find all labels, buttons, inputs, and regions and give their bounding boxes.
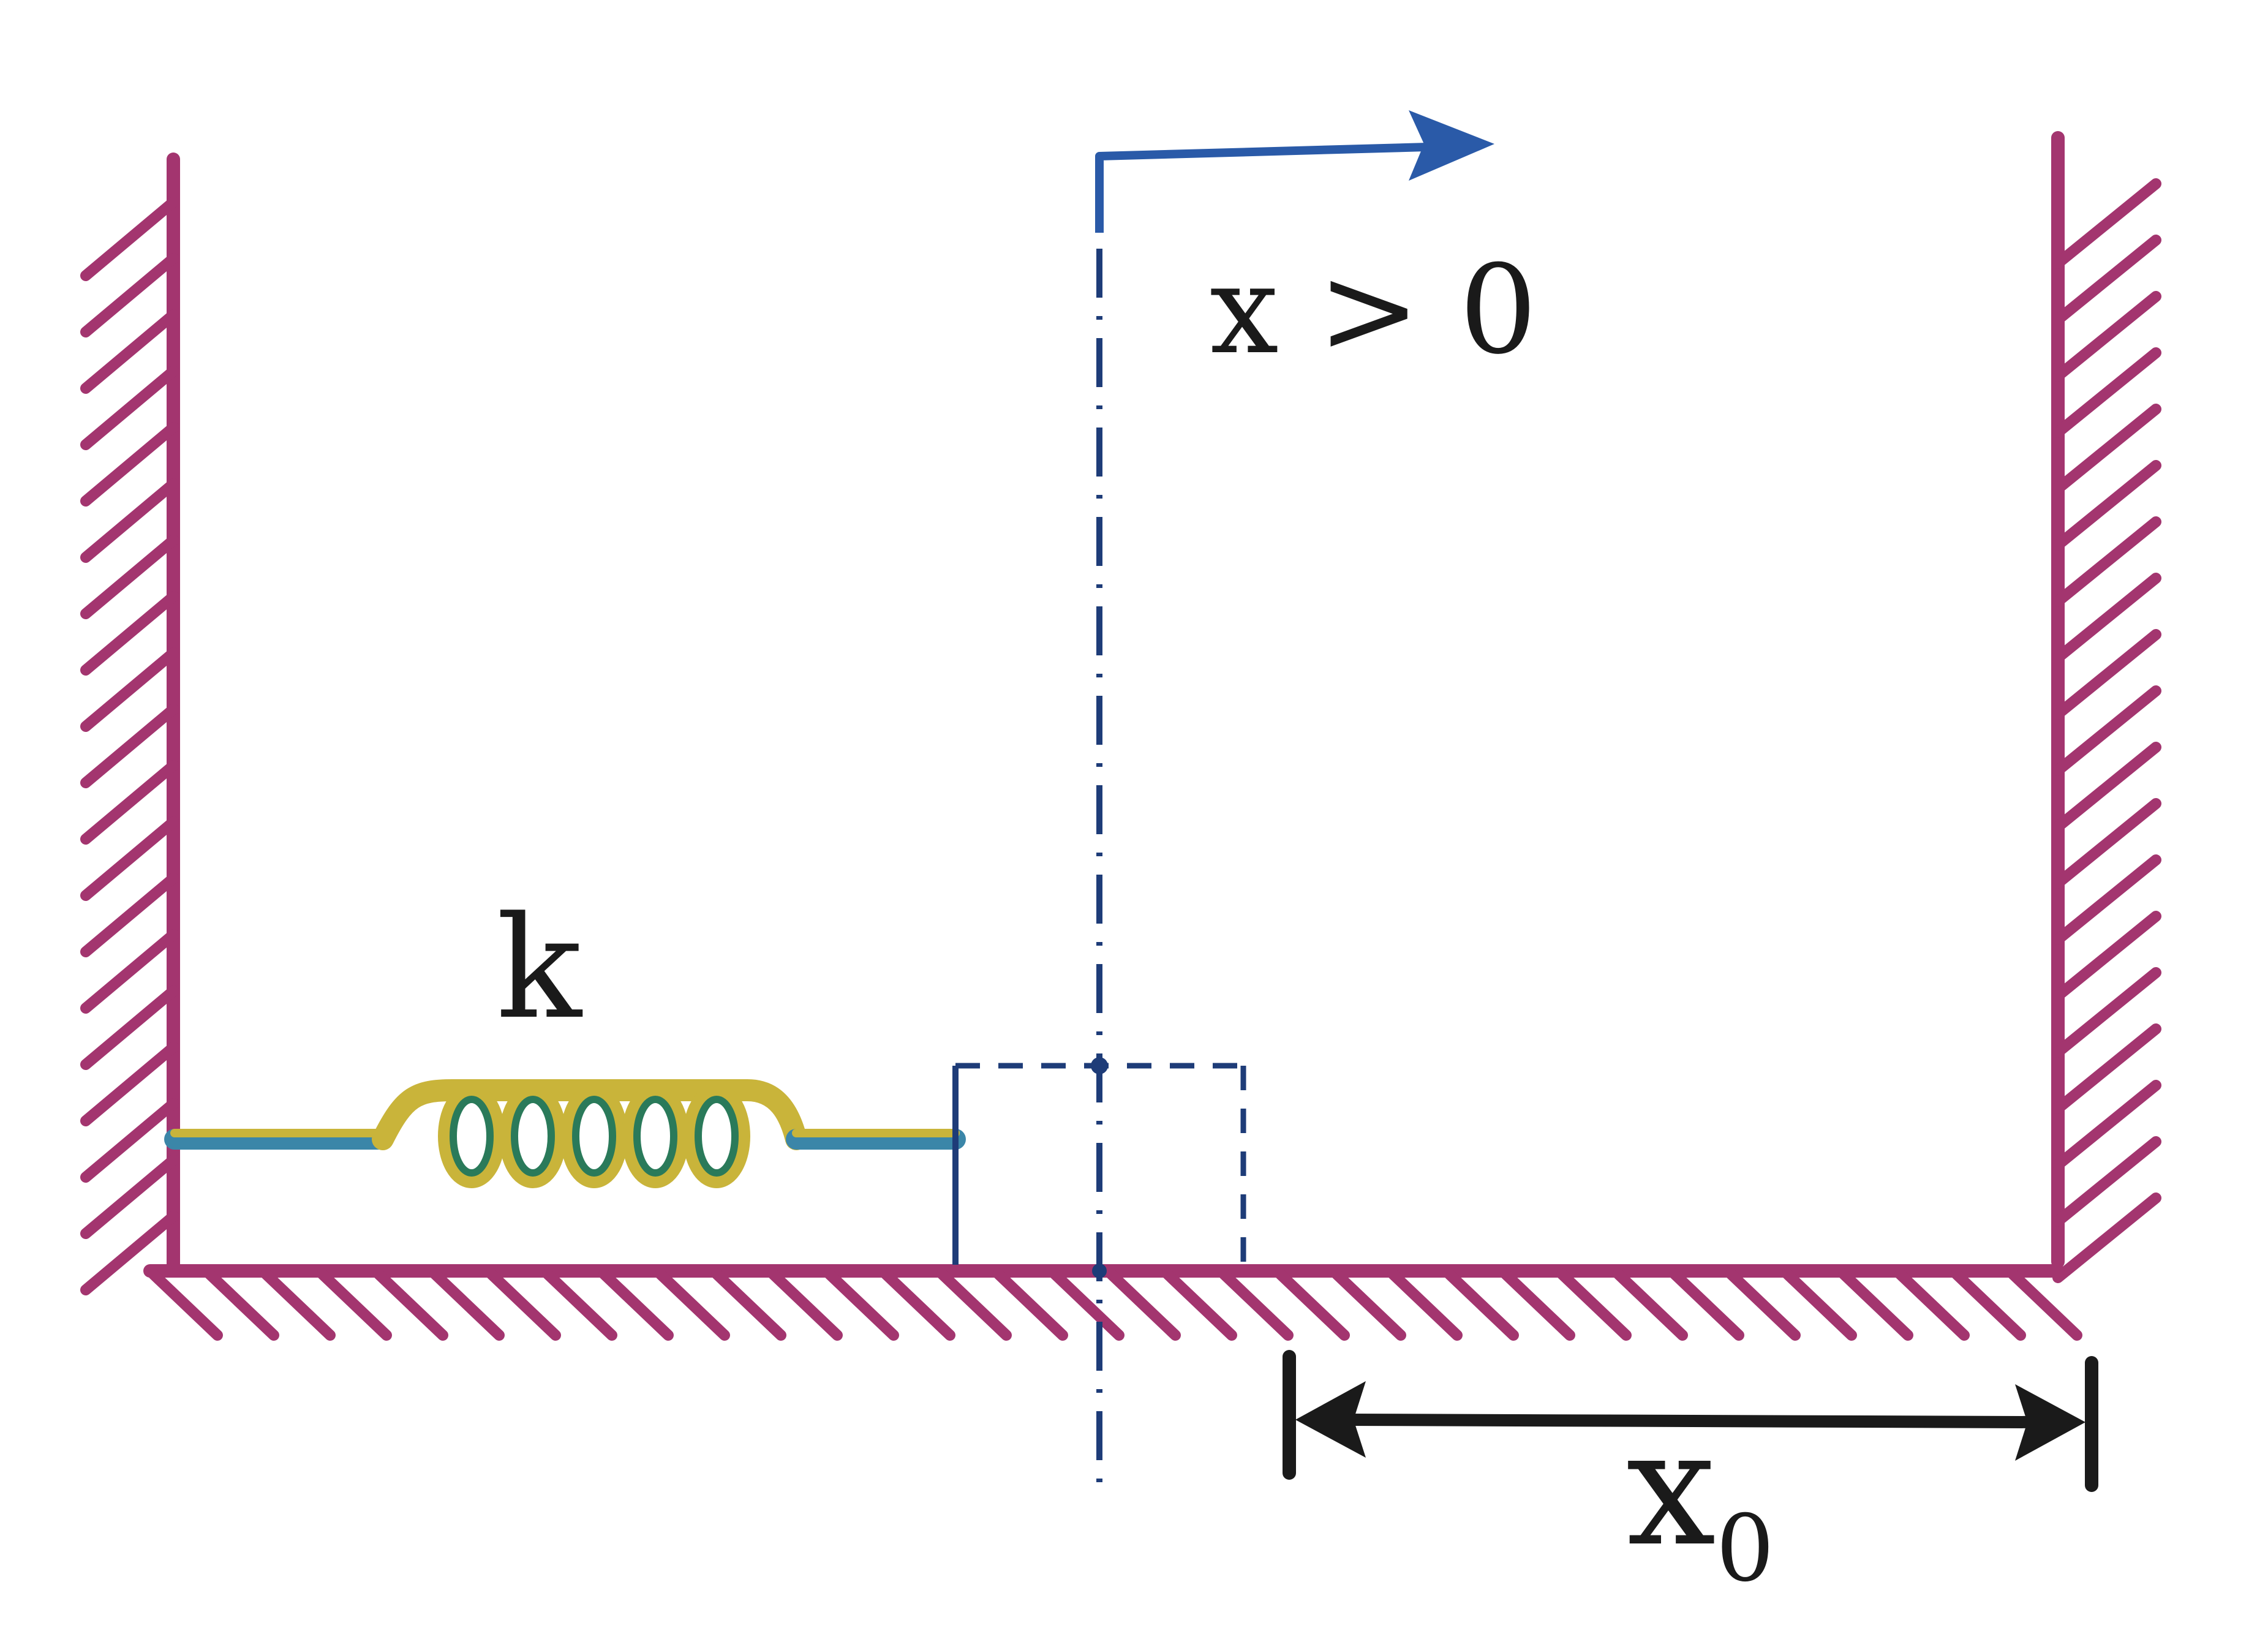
origin-point (1091, 1057, 1108, 1074)
floor-hatch (936, 1268, 1012, 1341)
spring-coil (560, 1084, 628, 1188)
right-wall-hatch (2052, 742, 2161, 832)
floor-hatch (1106, 1268, 1181, 1341)
positive-direction-label: x > 0 (1210, 239, 1537, 382)
floor-hatch (1838, 1268, 1913, 1341)
floor-hatch (1613, 1268, 1688, 1341)
right-wall-hatch (2052, 629, 2161, 720)
left-wall-hatch (80, 985, 179, 1070)
floor-hatch (880, 1268, 955, 1341)
floor-hatch (1387, 1268, 1463, 1341)
right-wall-hatch (2052, 291, 2161, 382)
floor-hatch (711, 1268, 786, 1341)
left-wall-hatch (80, 760, 179, 845)
spring-coils (372, 1079, 807, 1150)
right-wall-hatch (2052, 573, 2161, 663)
floor-hatch (1049, 1268, 1125, 1341)
left-wall-hatch (80, 1155, 179, 1239)
floor-hatch (1725, 1268, 1801, 1341)
floor-hatch (1444, 1268, 1519, 1341)
floor-hatch (824, 1268, 899, 1341)
left-wall-hatch (80, 704, 179, 788)
spring-coil-inner (572, 1096, 616, 1177)
left-wall-hatch (80, 816, 179, 901)
spring-constant-label: k (496, 887, 582, 1050)
distance-dimension (1283, 1350, 2098, 1492)
spring-coil (683, 1084, 750, 1188)
floor-hatch (260, 1268, 336, 1341)
floor-hatch (655, 1268, 730, 1341)
right-wall-hatch (2052, 911, 2161, 1001)
spring (164, 1079, 966, 1188)
floor-hatch (1218, 1268, 1294, 1341)
floor-hatch (148, 1268, 223, 1341)
left-wall-hatch (80, 253, 179, 337)
right-wall-hatch (2052, 798, 2161, 889)
floor (143, 1264, 2082, 1341)
floor-origin-point (1092, 1264, 1107, 1278)
left-wall-hatch (80, 1098, 179, 1183)
right-wall-hatch (2052, 516, 2161, 607)
floor-hatch (767, 1268, 843, 1341)
left-wall-hatch (80, 1211, 179, 1295)
floor-hatch (598, 1268, 674, 1341)
spring-coil-inner (511, 1096, 555, 1177)
floor-hatch (1556, 1268, 1632, 1341)
origin-axis (1091, 159, 1108, 1501)
spring-coil (622, 1084, 689, 1188)
right-wall (2051, 131, 2161, 1283)
right-wall-hatch (2052, 1080, 2161, 1170)
right-wall-hatch (2052, 1136, 2161, 1227)
left-wall-hatch (80, 422, 179, 507)
floor-hatch (1782, 1268, 1857, 1341)
spring-coil-inner (695, 1096, 739, 1177)
floor-hatch (1500, 1268, 1575, 1341)
right-wall-hatch (2052, 347, 2161, 438)
floor-hatch (542, 1268, 617, 1341)
spring-coil (499, 1084, 567, 1188)
spring-coil (438, 1084, 505, 1188)
right-wall-hatch (2052, 685, 2161, 776)
right-wall-hatch (2052, 854, 2161, 945)
right-wall-hatch (2052, 967, 2161, 1058)
left-wall-hatch (80, 309, 179, 394)
spring-coil-inner (450, 1096, 494, 1177)
distance-symbol: x (1626, 1396, 1716, 1581)
floor-hatch (993, 1268, 1068, 1341)
right-wall-hatch (2052, 1193, 2161, 1283)
floor-hatch (1162, 1268, 1237, 1341)
distance-subscript: 0 (1716, 1496, 1774, 1602)
left-wall-hatch (80, 366, 179, 450)
floor-hatch (429, 1268, 505, 1341)
left-wall-hatch (80, 591, 179, 676)
right-wall-hatch (2052, 178, 2161, 269)
floor-hatch (2007, 1268, 2082, 1341)
right-wall-hatch (2052, 235, 2161, 325)
right-wall-hatch (2052, 404, 2161, 494)
floor-hatch (1951, 1268, 2026, 1341)
spring-coil-inner (633, 1096, 677, 1177)
left-wall-hatch (80, 478, 179, 563)
floor-hatch (1331, 1268, 1406, 1341)
floor-hatch (486, 1268, 561, 1341)
left-wall-hatch (80, 929, 179, 1014)
floor-hatch (1669, 1268, 1744, 1341)
floor-hatch (373, 1268, 448, 1341)
floor-hatch (1894, 1268, 1970, 1341)
left-wall-hatch (80, 1042, 179, 1126)
positive-direction-arrow (1095, 110, 1494, 233)
floor-hatch (204, 1268, 279, 1341)
left-wall-hatch (80, 535, 179, 619)
right-wall-hatch (2052, 1023, 2161, 1114)
left-wall-hatch (80, 647, 179, 732)
left-wall-hatch (80, 197, 179, 281)
floor-hatch (317, 1268, 392, 1341)
right-wall-hatch (2052, 460, 2161, 551)
floor-hatch (1275, 1268, 1350, 1341)
left-wall-hatch (80, 873, 179, 957)
left-wall (80, 153, 180, 1295)
distance-label: x0 (1626, 1396, 1774, 1602)
